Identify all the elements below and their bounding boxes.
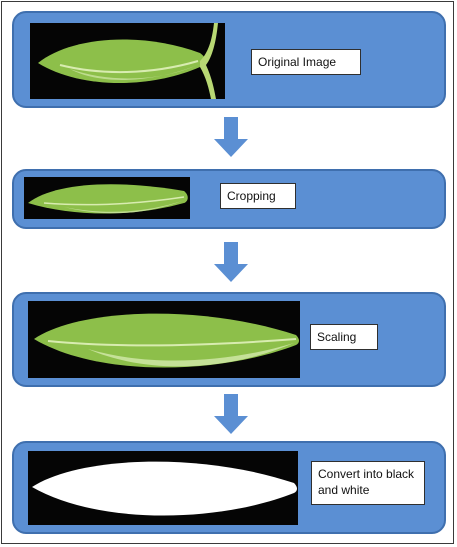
- original-leaf-photo: [30, 23, 225, 99]
- stage-cropping: Cropping: [12, 169, 446, 229]
- stage-black-and-white: Convert into black and white: [12, 441, 446, 534]
- stage-scaling: Scaling: [12, 292, 446, 387]
- label-text: Convert into black and white: [318, 467, 414, 497]
- scaled-leaf-photo: [28, 301, 300, 378]
- label-text: Original Image: [258, 55, 336, 69]
- label-text: Cropping: [227, 189, 276, 203]
- black-white-leaf-photo: [28, 451, 298, 525]
- stage-original-image: Original Image: [12, 11, 446, 108]
- label-text: Scaling: [317, 330, 356, 344]
- down-arrow-icon: [214, 117, 248, 157]
- cropped-leaf-photo: [24, 177, 190, 219]
- label-original-image: Original Image: [251, 49, 361, 75]
- label-black-and-white: Convert into black and white: [311, 461, 425, 505]
- down-arrow-icon: [214, 242, 248, 282]
- down-arrow-icon: [214, 394, 248, 434]
- label-cropping: Cropping: [220, 183, 296, 209]
- label-scaling: Scaling: [310, 324, 378, 350]
